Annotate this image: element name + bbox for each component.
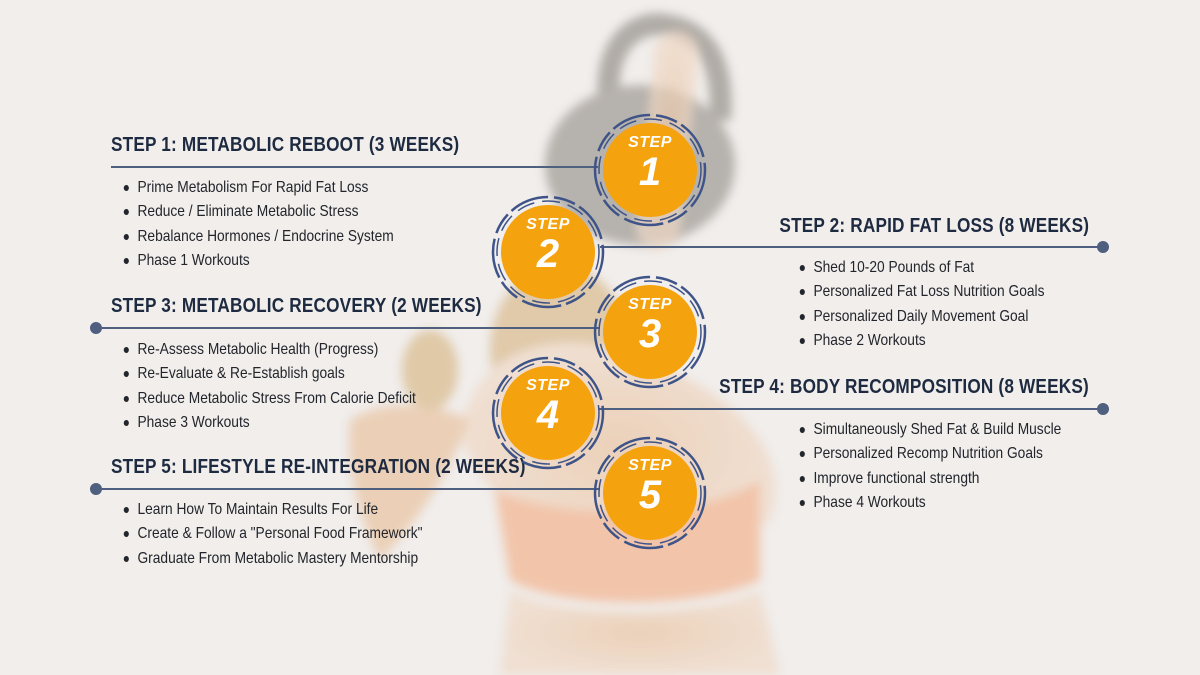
badge-step-number: 4	[536, 393, 560, 437]
step-5-bullet-list: Learn How To Maintain Results For Life C…	[122, 498, 423, 571]
badge-step-word: STEP	[628, 134, 672, 151]
badge-step-number: 1	[638, 150, 662, 194]
list-item: Personalized Fat Loss Nutrition Goals	[798, 280, 1044, 304]
list-item: Re-Evaluate & Re-Establish goals	[122, 362, 416, 386]
badge-step-word: STEP	[526, 216, 570, 233]
badge-circle-icon	[491, 356, 605, 470]
list-item: Phase 1 Workouts	[122, 249, 394, 273]
step-5-heading: STEP 5: LIFESTYLE RE-INTEGRATION (2 WEEK…	[111, 456, 526, 478]
step-4-bullet-list: Simultaneously Shed Fat & Build Muscle P…	[798, 418, 1061, 516]
list-item: Phase 2 Workouts	[798, 329, 1044, 353]
step-4-badge: STEP 4	[490, 355, 606, 471]
list-item: Phase 3 Workouts	[122, 411, 416, 435]
badge-step-word: STEP	[526, 377, 570, 394]
list-item: Personalized Recomp Nutrition Goals	[798, 442, 1061, 466]
list-item: Improve functional strength	[798, 467, 1061, 491]
list-item: Personalized Daily Movement Goal	[798, 305, 1044, 329]
list-item: Graduate From Metabolic Mastery Mentorsh…	[122, 547, 423, 571]
list-item: Prime Metabolism For Rapid Fat Loss	[122, 176, 394, 200]
connector-dot-step-5	[90, 483, 102, 495]
badge-step-number: 2	[536, 232, 560, 276]
list-item: Phase 4 Workouts	[798, 491, 1061, 515]
list-item: Simultaneously Shed Fat & Build Muscle	[798, 418, 1061, 442]
step-3-bullet-list: Re-Assess Metabolic Health (Progress) Re…	[122, 338, 416, 436]
connector-dot-step-2	[1097, 241, 1109, 253]
badge-step-number: 5	[638, 473, 662, 517]
step-5-badge: STEP 5	[592, 435, 708, 551]
badge-circle-icon	[593, 436, 707, 550]
list-item: Learn How To Maintain Results For Life	[122, 498, 423, 522]
step-2-heading: STEP 2: RAPID FAT LOSS (8 WEEKS)	[779, 215, 1089, 237]
step-3-badge: STEP 3	[592, 274, 708, 390]
list-item: Rebalance Hormones / Endocrine System	[122, 225, 394, 249]
step-3-heading: STEP 3: METABOLIC RECOVERY (2 WEEKS)	[111, 295, 482, 317]
badge-circle-icon	[593, 275, 707, 389]
step-4-heading: STEP 4: BODY RECOMPOSITION (8 WEEKS)	[719, 376, 1089, 398]
badge-circle-icon	[593, 113, 707, 227]
step-1-heading: STEP 1: METABOLIC REBOOT (3 WEEKS)	[111, 134, 460, 156]
list-item: Shed 10-20 Pounds of Fat	[798, 256, 1044, 280]
connector-dot-step-3	[90, 322, 102, 334]
list-item: Reduce Metabolic Stress From Calorie Def…	[122, 387, 416, 411]
badge-circle-icon	[491, 195, 605, 309]
list-item: Re-Assess Metabolic Health (Progress)	[122, 338, 416, 362]
step-2-badge: STEP 2	[490, 194, 606, 310]
list-item: Reduce / Eliminate Metabolic Stress	[122, 200, 394, 224]
step-1-badge: STEP 1	[592, 112, 708, 228]
badge-step-number: 3	[638, 312, 662, 356]
badge-step-word: STEP	[628, 296, 672, 313]
list-item: Create & Follow a "Personal Food Framewo…	[122, 522, 423, 546]
badge-step-word: STEP	[628, 457, 672, 474]
connector-dot-step-4	[1097, 403, 1109, 415]
step-2-bullet-list: Shed 10-20 Pounds of Fat Personalized Fa…	[798, 256, 1044, 354]
step-1-bullet-list: Prime Metabolism For Rapid Fat Loss Redu…	[122, 176, 394, 274]
